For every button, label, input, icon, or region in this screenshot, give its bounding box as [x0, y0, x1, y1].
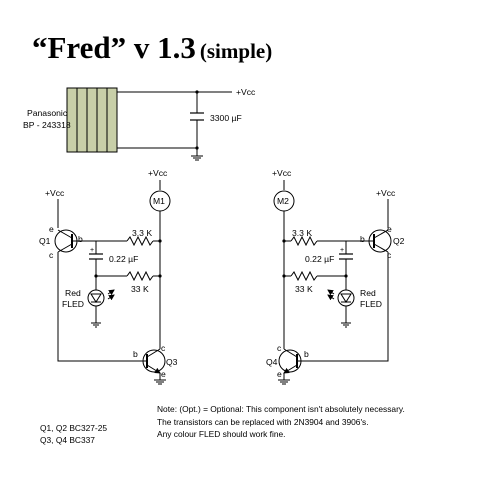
- left-r2-label: 33 K: [131, 284, 149, 294]
- left-cap-label: 0.22 µF: [109, 254, 138, 264]
- right-vcc-q2: +Vcc: [376, 188, 396, 198]
- right-r1-label: 3.3 K: [292, 228, 312, 238]
- q1-pin-e: e: [49, 224, 54, 234]
- right-led-label-1: Red: [360, 288, 376, 298]
- q2-pin-b: b: [360, 234, 365, 244]
- q4-pin-e: e: [277, 369, 282, 379]
- battery-body: [66, 87, 118, 153]
- right-r2-label: 33 K: [295, 284, 313, 294]
- note-line-3: Any colour FLED should work fine.: [157, 429, 285, 439]
- title-main: “Fred” v 1.3: [32, 30, 196, 65]
- left-r1-label: 3.3 K: [132, 228, 152, 238]
- supply-capacitor: [190, 112, 204, 121]
- q4-label: Q4: [266, 357, 278, 367]
- q3-label: Q3: [166, 357, 178, 367]
- parts-list-line-1: Q1, Q2 BC327-25: [40, 423, 107, 433]
- right-vcc-m2: +Vcc: [272, 168, 292, 178]
- q1-label: Q1: [39, 236, 51, 246]
- q2-pin-e: e: [387, 224, 392, 234]
- supply-capacitor-label: 3300 µF: [210, 113, 242, 123]
- left-vcc-q1: +Vcc: [45, 188, 65, 198]
- q3-pin-c: c: [161, 343, 166, 353]
- left-led-label-1: Red: [65, 288, 81, 298]
- q4-pin-b: b: [304, 349, 309, 359]
- q3-pin-e: e: [161, 369, 166, 379]
- left-led-label-2: FLED: [62, 299, 84, 309]
- resistor-3k3-right: [290, 235, 318, 247]
- led-right: [337, 289, 355, 307]
- parts-list-line-2: Q3, Q4 BC337: [40, 435, 95, 445]
- right-led-label-2: FLED: [360, 299, 382, 309]
- battery-model: BP - 243318: [23, 120, 71, 130]
- battery-brand: Panasonic: [27, 108, 68, 118]
- svg-text:+: +: [340, 247, 344, 254]
- q4-pin-c: c: [277, 343, 282, 353]
- page-title: “Fred” v 1.3 (simple): [32, 30, 272, 66]
- motor-m1-label: M1: [153, 196, 165, 206]
- svg-text:+: +: [90, 247, 94, 254]
- left-vcc-m1: +Vcc: [148, 168, 168, 178]
- battery-pack: [66, 87, 118, 153]
- q1-pin-b: b: [78, 234, 83, 244]
- supply-vcc-label: +Vcc: [236, 87, 256, 97]
- resistor-33k-right: [290, 270, 318, 282]
- motor-m2-label: M2: [277, 196, 289, 206]
- q2-pin-c: c: [387, 250, 392, 260]
- led-left: [87, 289, 105, 307]
- note-line-2: The transistors can be replaced with 2N3…: [157, 417, 369, 427]
- ground-symbol: [191, 155, 203, 161]
- resistor-3k3-left: [126, 235, 154, 247]
- note-line-1: Note: (Opt.) = Optional: This component …: [157, 404, 405, 414]
- q2-label: Q2: [393, 236, 405, 246]
- q3-pin-b: b: [133, 349, 138, 359]
- resistor-33k-left: [126, 270, 154, 282]
- q1-pin-c: c: [49, 250, 54, 260]
- right-cap-label: 0.22 µF: [305, 254, 334, 264]
- title-sub: (simple): [199, 39, 273, 63]
